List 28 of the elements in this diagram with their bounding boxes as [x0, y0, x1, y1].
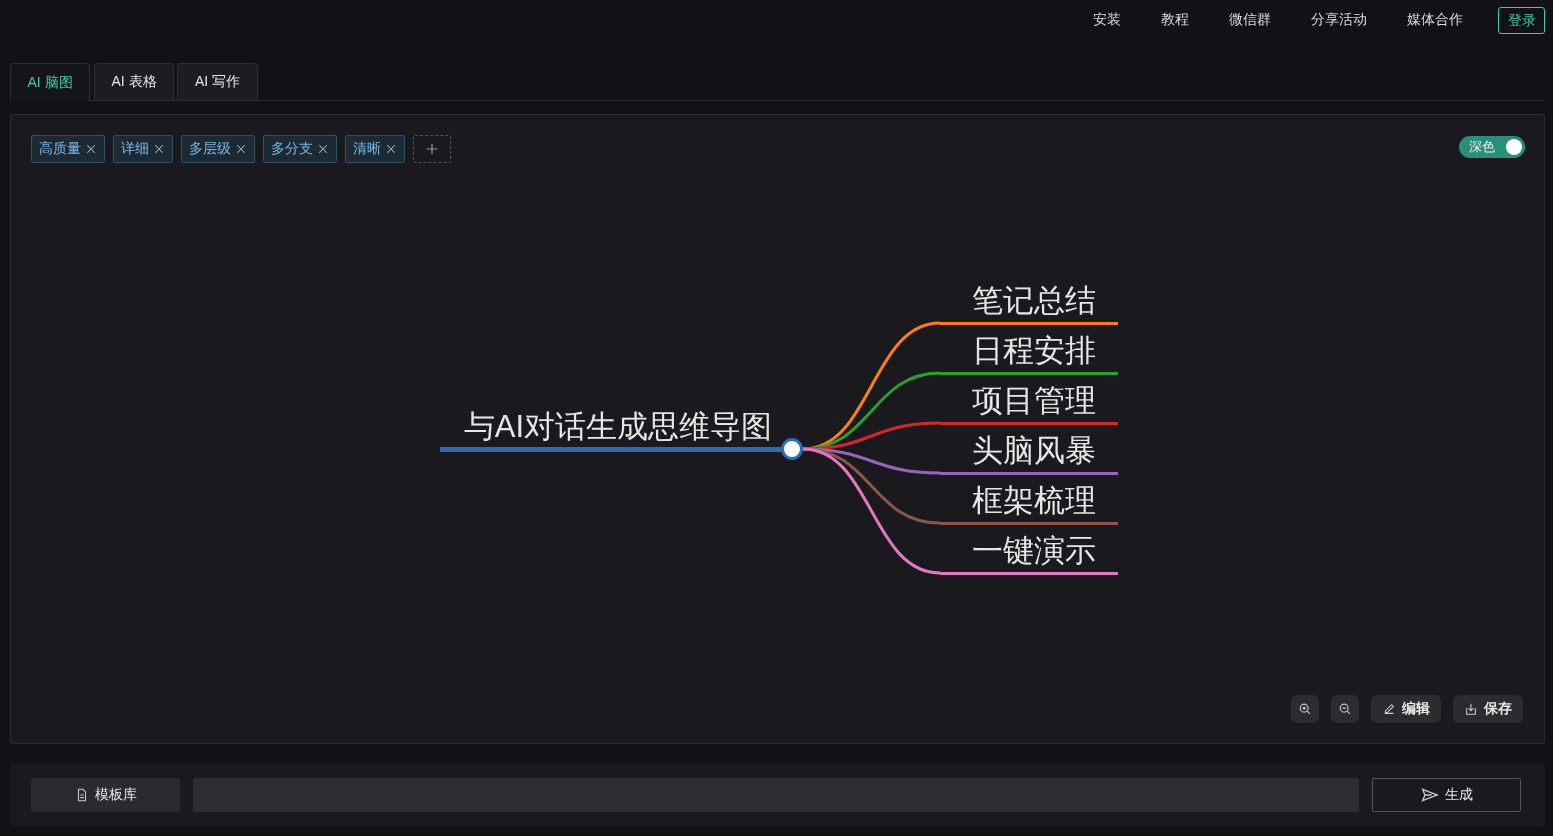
branch-topic: 日程安排	[940, 330, 1118, 375]
tag-chip: 多层级	[181, 135, 255, 163]
branch-topic: 头脑风暴	[940, 430, 1118, 475]
tab: AI 写作	[177, 63, 258, 101]
save-button: 保存	[1453, 695, 1523, 723]
tag-chip: 详细	[113, 135, 173, 163]
branch-line	[802, 421, 941, 451]
branch-topic: 框架梳理	[940, 480, 1118, 525]
branch-topic: 笔记总结	[940, 280, 1118, 325]
tag-chip: 多分支	[263, 135, 337, 163]
nav-link: 教程	[1160, 10, 1190, 29]
nav-link: 分享活动	[1310, 10, 1368, 29]
tag-chip: 清晰	[345, 135, 405, 163]
tab: AI 表格	[94, 63, 174, 101]
theme-toggle: 深色	[1459, 136, 1525, 158]
generate-button: 生成	[1372, 778, 1521, 812]
branch-topic: 项目管理	[940, 380, 1118, 425]
active-tab: AI 脑图	[10, 63, 90, 101]
branch-topic: 一键演示	[940, 530, 1118, 575]
template-button: 模板库	[31, 778, 180, 812]
nav-link: 微信群	[1228, 10, 1272, 29]
root-topic: 与AI对话生成思维导图	[440, 407, 782, 452]
nav-link: 媒体合作	[1406, 10, 1464, 29]
tag-chip: 高质量	[31, 135, 105, 163]
edit-button: 编辑	[1371, 695, 1441, 723]
login-button: 登录	[1498, 7, 1545, 34]
branch-line	[802, 447, 941, 575]
nav-link: 安装	[1092, 10, 1122, 29]
